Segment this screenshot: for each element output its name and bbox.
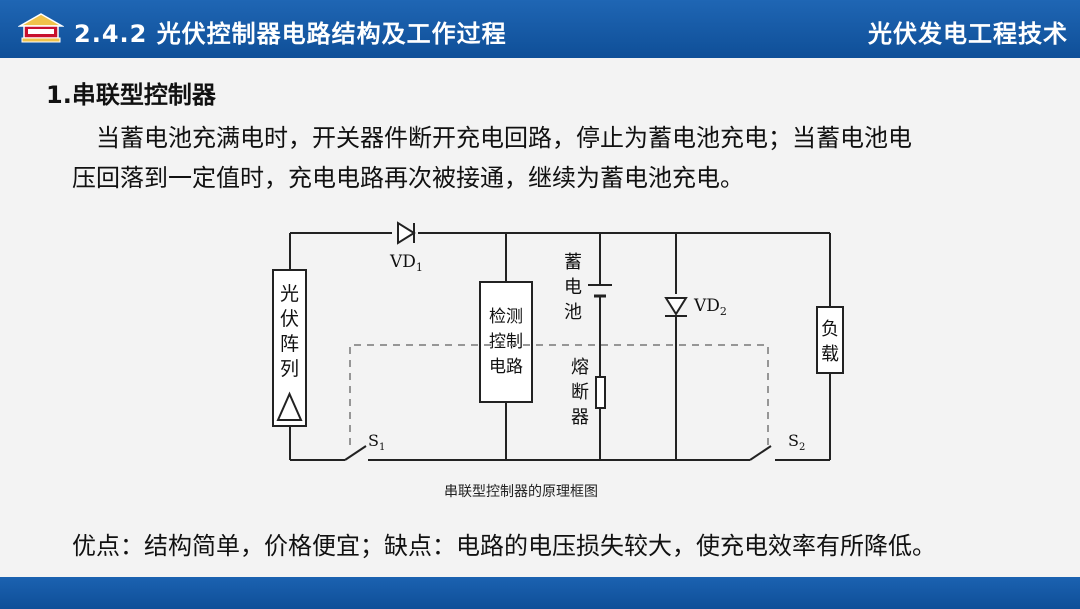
load-char: 负 [821, 319, 839, 340]
detect-control-line: 检测 [489, 307, 523, 327]
pv-symbol-icon [276, 391, 303, 421]
detect-control-box [479, 281, 533, 403]
battery-icon [588, 284, 612, 298]
description-paragraph: 当蓄电池充满电时，开关器件断开充电回路，停止为蓄电池充电；当蓄电池电 压回落到一… [72, 118, 1037, 198]
switch-s1-icon [344, 445, 367, 461]
load-char: 载 [821, 344, 839, 365]
pv-array-box [272, 269, 307, 427]
fuse-icon [595, 376, 606, 409]
vd2-label: VD2 [693, 296, 727, 318]
paragraph-line-1: 当蓄电池充满电时，开关器件断开充电回路，停止为蓄电池充电；当蓄电池电 [96, 124, 912, 152]
figure-caption: 串联型控制器的原理框图 [444, 484, 598, 500]
pv-array-char: 伏 [280, 308, 299, 330]
battery-char: 蓄 [564, 252, 582, 273]
load-box [816, 306, 844, 374]
series-controller-diagram: VD1 VD2 光 伏 阵 列 检测 控制 电路 蓄 电 池 熔 断 器 负 载… [272, 221, 844, 461]
fuse-char: 熔 [571, 357, 589, 378]
pros-cons-note: 优点：结构简单，价格便宜；缺点：电路的电压损失较大，使充电效率有所降低。 [72, 532, 936, 560]
header-bar: 2.4.2 光伏控制器电路结构及工作过程 光伏发电工程技术 [0, 0, 1080, 58]
pv-array-char: 阵 [280, 333, 299, 355]
detect-control-line: 电路 [489, 357, 523, 377]
diode-vd2-icon [664, 297, 688, 317]
pv-array-char: 光 [280, 283, 299, 305]
control-signal-dashed-line [349, 344, 769, 447]
switch-s2-icon [749, 445, 772, 461]
footer-bar [0, 577, 1080, 609]
paragraph-line-2: 压回落到一定值时，充电电路再次被接通，继续为蓄电池充电。 [72, 164, 744, 192]
battery-char: 池 [564, 302, 582, 323]
diode-vd1-icon [397, 221, 416, 245]
vd1-label: VD1 [389, 252, 423, 274]
section-title: 2.4.2 光伏控制器电路结构及工作过程 [74, 20, 507, 48]
pv-array-char: 列 [280, 358, 299, 380]
fuse-char: 断 [571, 382, 589, 403]
s1-label: S1 [368, 431, 385, 453]
fuse-char: 器 [571, 407, 589, 428]
s2-label: S2 [788, 431, 805, 453]
detect-control-line: 控制 [489, 332, 523, 352]
course-title: 光伏发电工程技术 [868, 20, 1068, 48]
school-logo-icon [18, 13, 64, 43]
section-heading: 1.串联型控制器 [46, 81, 216, 109]
battery-char: 电 [564, 277, 582, 298]
